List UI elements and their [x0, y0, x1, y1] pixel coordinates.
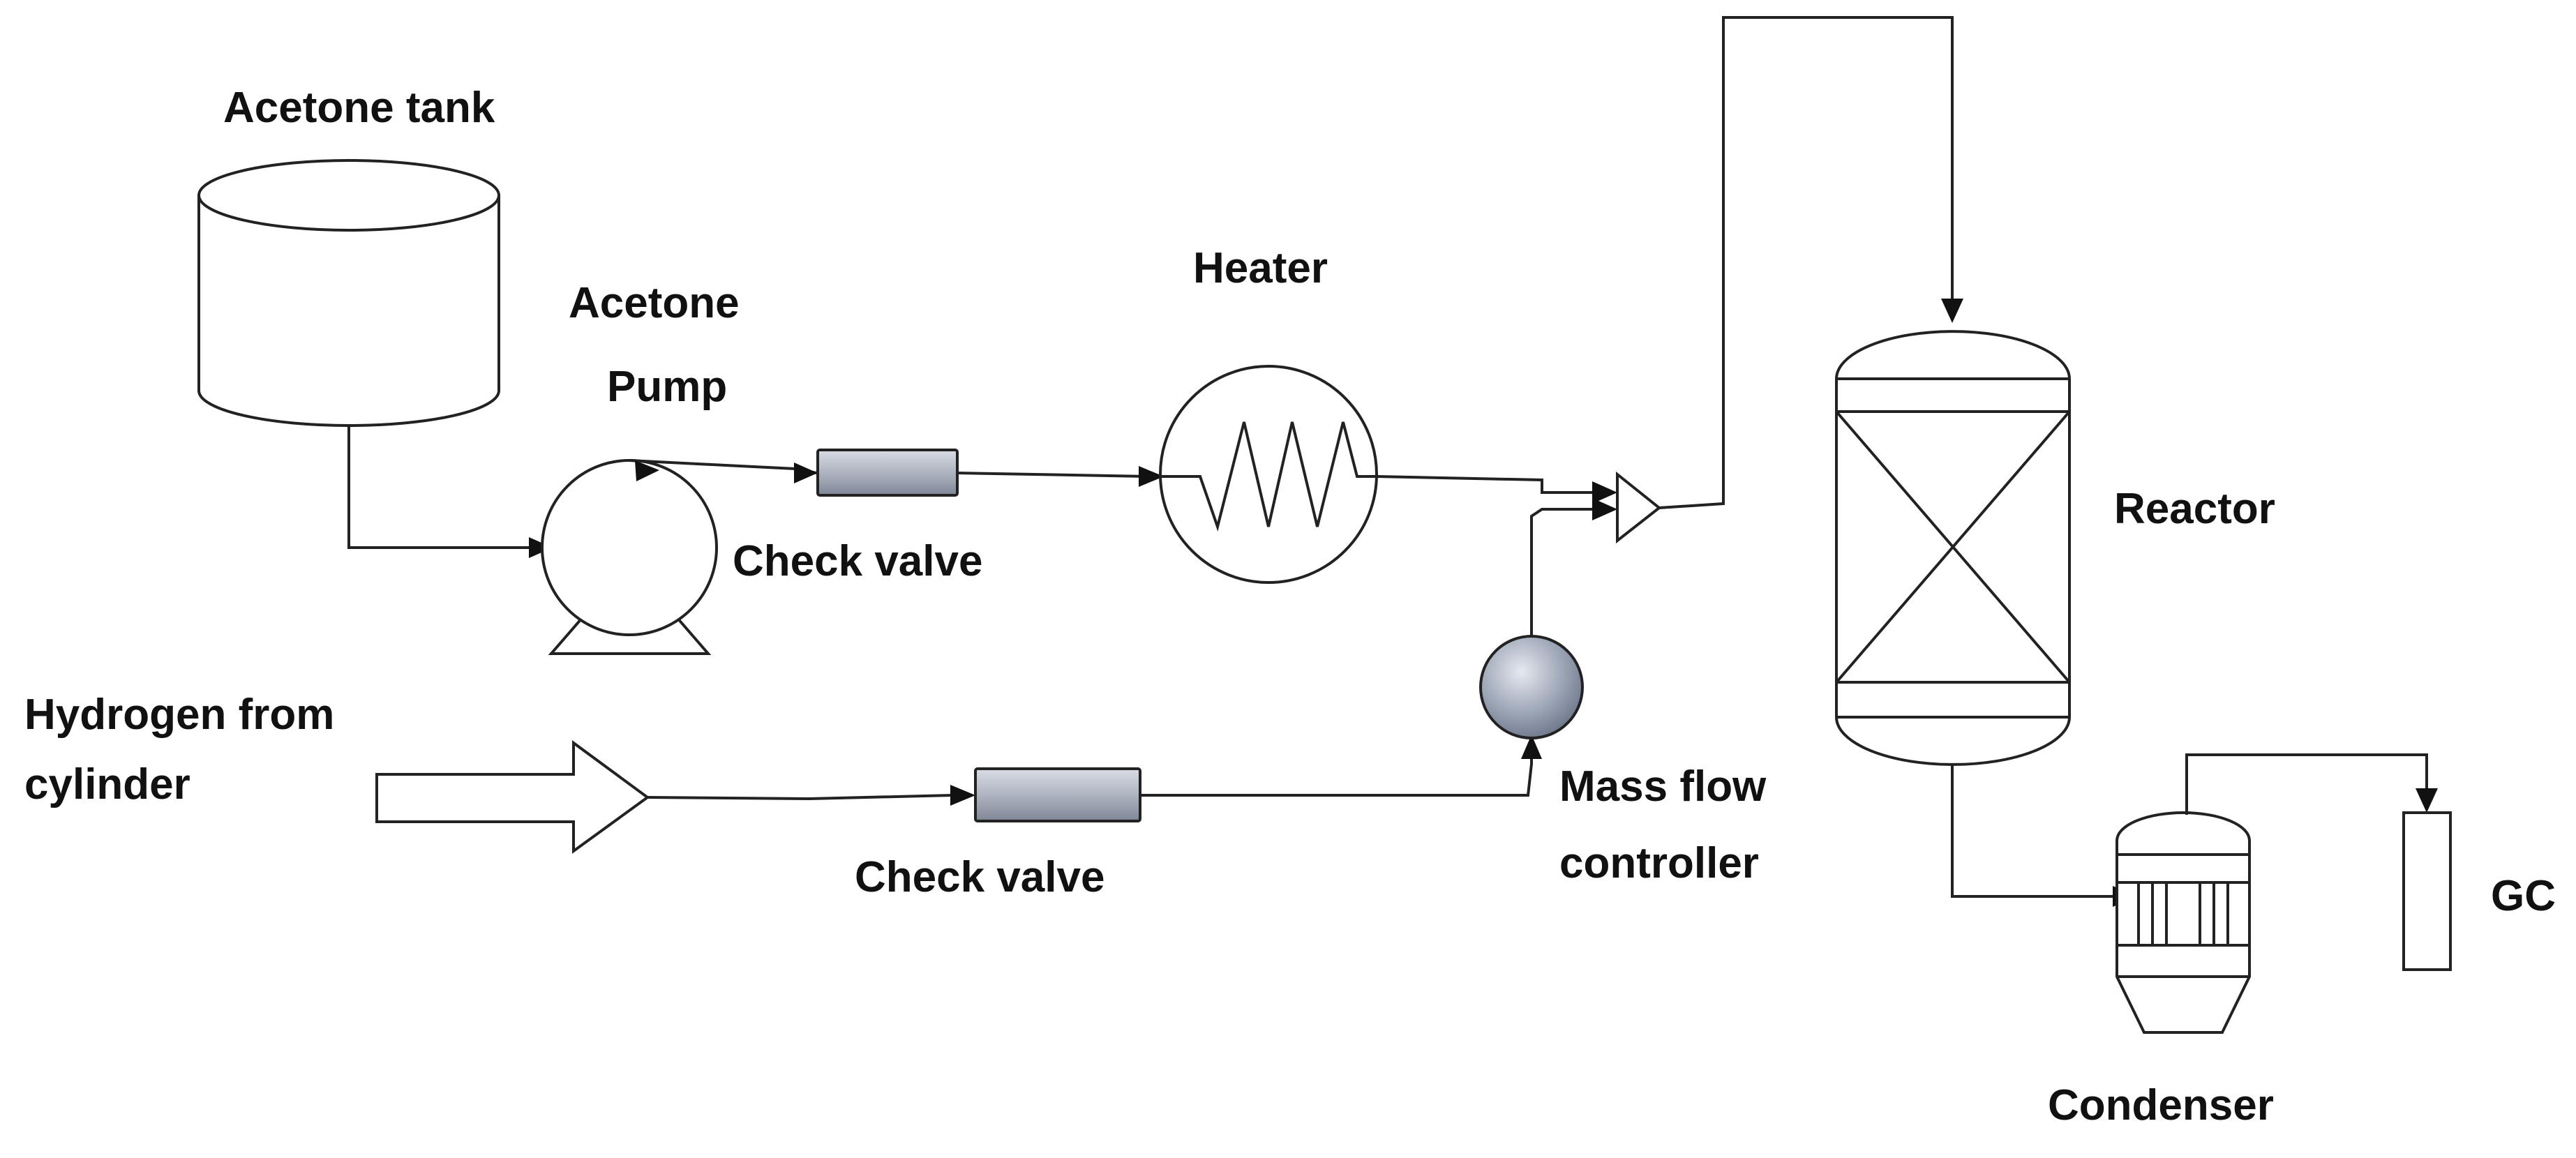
arrowhead: [1592, 498, 1617, 520]
arrowhead: [2416, 788, 2438, 813]
tank-to-pump-line: [347, 424, 537, 549]
heater: [1159, 365, 1378, 584]
mass-flow-label-line1: Mass flow: [1559, 762, 1767, 811]
arrowhead: [794, 463, 818, 483]
hydrogen-label-line1: Hydrogen from: [24, 691, 334, 739]
acetone-pump-label-line1: Acetone: [569, 279, 740, 327]
condenser: [2116, 811, 2251, 1034]
check-valve-bottom-label: Check valve: [855, 853, 1104, 901]
gc-label: GC: [2491, 872, 2556, 920]
acetone-pump-label-line2: Pump: [607, 363, 727, 411]
condenser-label: Condenser: [2048, 1081, 2274, 1129]
hydrogen-label-line2: cylinder: [24, 760, 190, 809]
mass-flow-controller: [1479, 635, 1584, 739]
check-valve-to-heater-line: [957, 472, 1148, 478]
mfc-to-mixer-line: [1530, 508, 1598, 636]
hydrogen-inlet-arrow: [375, 740, 650, 854]
check-valve-top-label: Check valve: [733, 537, 982, 585]
arrowhead: [950, 785, 975, 806]
acetone-tank: [197, 159, 500, 427]
mixer-to-reactor-line: [1658, 16, 1954, 509]
acetone-tank-label: Acetone tank: [223, 84, 495, 132]
hydrogen-to-check-valve-line: [647, 794, 953, 801]
heater-to-mixer-line: [1376, 475, 1598, 494]
check-valve-top: [816, 449, 959, 497]
gas-chromatograph: [2402, 811, 2452, 971]
check-valve-to-mfc-line: [1140, 753, 1533, 797]
heater-label: Heater: [1193, 244, 1328, 292]
acetone-pump: [541, 459, 718, 655]
arrowhead: [635, 460, 659, 481]
reactor: [1835, 330, 2071, 766]
arrowhead: [1592, 481, 1617, 504]
mixing-tee: [1616, 471, 1662, 544]
check-valve-bottom: [974, 767, 1141, 822]
arrowhead: [1521, 735, 1542, 759]
arrowhead: [1941, 299, 1963, 323]
arrowhead: [1139, 466, 1164, 487]
reactor-label: Reactor: [2114, 485, 2275, 533]
reactor-to-condenser-line: [1951, 765, 2114, 898]
condenser-to-gc-line: [2185, 753, 2428, 815]
mass-flow-label-line2: controller: [1559, 839, 1759, 887]
